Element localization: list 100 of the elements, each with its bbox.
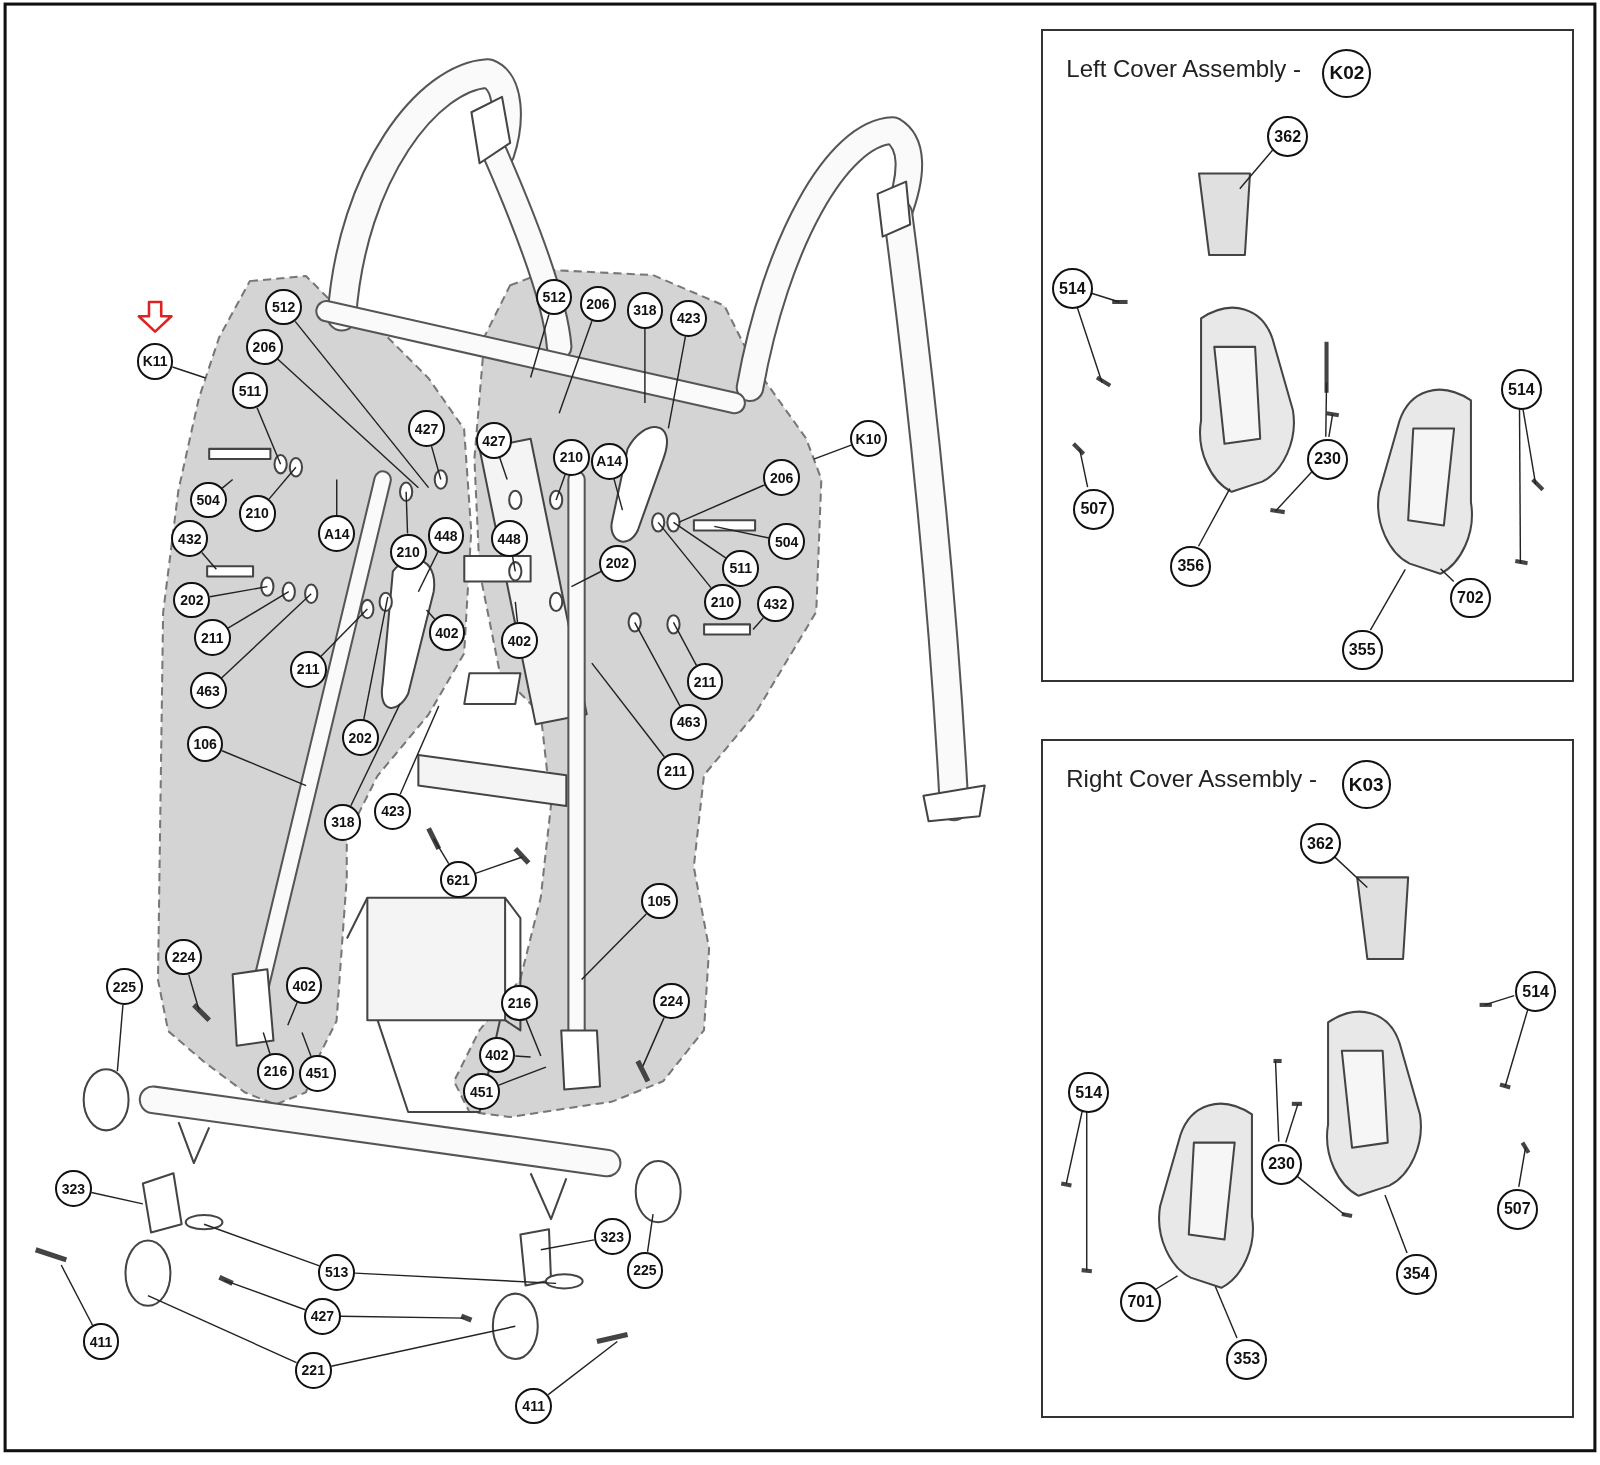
leader-line [425, 609, 436, 620]
leader-line [642, 1016, 665, 1067]
leader-line [558, 320, 593, 414]
leader-line [672, 621, 698, 666]
leader-line [525, 1019, 542, 1057]
leader-line [514, 601, 519, 624]
leader-line [227, 591, 290, 629]
leader-line [529, 313, 550, 379]
leader-line [580, 913, 647, 981]
callout-number: 423 [374, 792, 412, 830]
leader-line [499, 457, 508, 481]
callout-number: 507 [1073, 488, 1115, 530]
leader-line [1483, 994, 1515, 1006]
leader-line [60, 1264, 94, 1326]
leader-line [474, 856, 524, 875]
assembly-panel [1040, 738, 1575, 1419]
leader-line [262, 1031, 271, 1055]
leader-line [287, 1001, 298, 1026]
leader-line [363, 596, 389, 721]
leader-line [188, 973, 200, 1011]
leader-line [432, 837, 450, 865]
leader-line [209, 585, 269, 598]
leader-line [223, 1279, 306, 1311]
leader-line [1369, 568, 1406, 631]
leader-line [301, 1031, 312, 1057]
callout-number: K10 [850, 420, 887, 458]
leader-line [1518, 1147, 1527, 1188]
leader-line [1214, 1285, 1238, 1339]
leader-line [1078, 448, 1089, 488]
leader-line [201, 551, 218, 570]
assembly-panel [1040, 28, 1575, 682]
callout-number: 362 [1299, 823, 1341, 865]
callout-number: 353 [1226, 1338, 1268, 1380]
callout-number: 221 [294, 1352, 332, 1389]
leader-line [221, 750, 307, 787]
leader-line [1274, 1060, 1280, 1143]
leader-line [320, 608, 369, 657]
leader-line [1285, 1103, 1299, 1144]
callout-number: 702 [1449, 577, 1491, 619]
leader-line [1274, 471, 1313, 512]
leader-line [171, 366, 207, 379]
callout-number: 225 [626, 1252, 664, 1289]
leader-line [116, 1004, 124, 1072]
callout-number: 355 [1341, 629, 1383, 671]
leader-line [1518, 407, 1522, 564]
leader-line [350, 703, 401, 807]
leader-line [511, 556, 517, 573]
callout-number: 225 [106, 968, 143, 1006]
leader-line [1384, 1194, 1408, 1254]
leader-line [1328, 413, 1334, 438]
callout-number: 411 [515, 1387, 553, 1425]
leader-line [752, 617, 765, 631]
leader-line [644, 327, 646, 404]
leader-line [1239, 149, 1274, 190]
callout-number: K03 [1341, 760, 1391, 810]
leader-line [221, 478, 234, 489]
callout-number: 230 [1261, 1143, 1302, 1185]
leader-line [547, 1340, 619, 1396]
callout-number: 230 [1307, 438, 1348, 480]
leader-line [1325, 381, 1328, 438]
leader-line [405, 491, 409, 535]
leader-line [1086, 1110, 1088, 1271]
leader-line [667, 335, 687, 430]
leader-line [1522, 407, 1537, 486]
callout-number: 323 [55, 1170, 92, 1208]
leader-line [633, 621, 681, 707]
leader-line [340, 1315, 465, 1319]
callout-number: 513 [318, 1254, 356, 1291]
callout-number: 411 [82, 1323, 120, 1361]
leader-line [591, 662, 665, 758]
leader-line [657, 521, 712, 589]
leader-line [570, 570, 602, 588]
leader-line [90, 1191, 144, 1205]
callout-number: K02 [1322, 48, 1372, 98]
callout-number: 427 [304, 1297, 341, 1335]
leader-line [514, 1055, 532, 1058]
leader-line [713, 525, 770, 539]
callout-number: 701 [1120, 1281, 1162, 1323]
leader-line [677, 484, 766, 524]
callout-number: 507 [1496, 1188, 1538, 1230]
panel-title: Left Cover Assembly - [1066, 55, 1302, 84]
leader-line [1197, 487, 1231, 547]
leader-line [1504, 1008, 1529, 1088]
callout-number: 514 [1500, 369, 1542, 411]
callout-number: 514 [1515, 971, 1557, 1013]
callout-number: 323 [593, 1218, 631, 1256]
leader-line [268, 466, 297, 500]
leader-line [613, 478, 624, 511]
leader-line [540, 1239, 595, 1251]
callout-number: 356 [1170, 545, 1212, 587]
leader-line [1065, 1109, 1084, 1185]
leader-line [672, 521, 727, 559]
callout-number: 354 [1395, 1254, 1437, 1295]
callout-number: 514 [1052, 268, 1093, 310]
leader-line [646, 1213, 654, 1253]
leader-line [1155, 1275, 1179, 1290]
leader-line [220, 593, 312, 679]
leader-line [813, 444, 852, 460]
leader-line [203, 1223, 321, 1267]
callout-number: 362 [1267, 116, 1309, 158]
